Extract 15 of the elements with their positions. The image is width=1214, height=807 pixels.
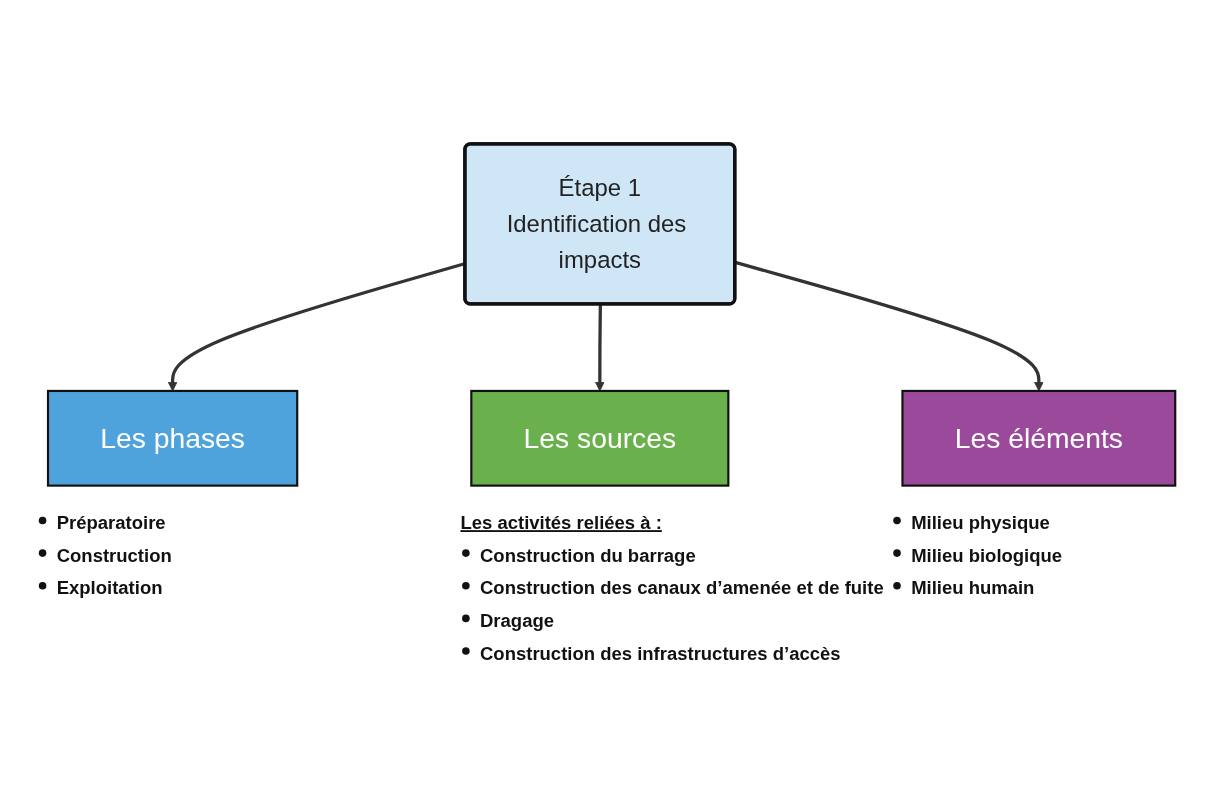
- list-item: Construction du barrage: [480, 544, 696, 566]
- list-item: Milieu physique: [911, 511, 1050, 533]
- list-item: Dragage: [480, 609, 554, 631]
- list-heading: Les activités reliées à :: [460, 511, 662, 533]
- list-item: Construction des canaux d’amenée et de fuite: [480, 576, 884, 598]
- list-item: Milieu humain: [911, 576, 1035, 598]
- node-box: Les sources: [470, 389, 730, 487]
- list-item: Construction des infrastructures d’accès: [480, 642, 841, 664]
- node-box: Les phases: [46, 389, 299, 487]
- arrow: [595, 303, 605, 391]
- list-item: Exploitation: [56, 576, 163, 598]
- list-item: Construction: [56, 544, 172, 566]
- list-item: Préparatoire: [56, 511, 166, 533]
- list-item: Milieu biologique: [911, 544, 1063, 566]
- node-box: Les éléments: [901, 389, 1177, 487]
